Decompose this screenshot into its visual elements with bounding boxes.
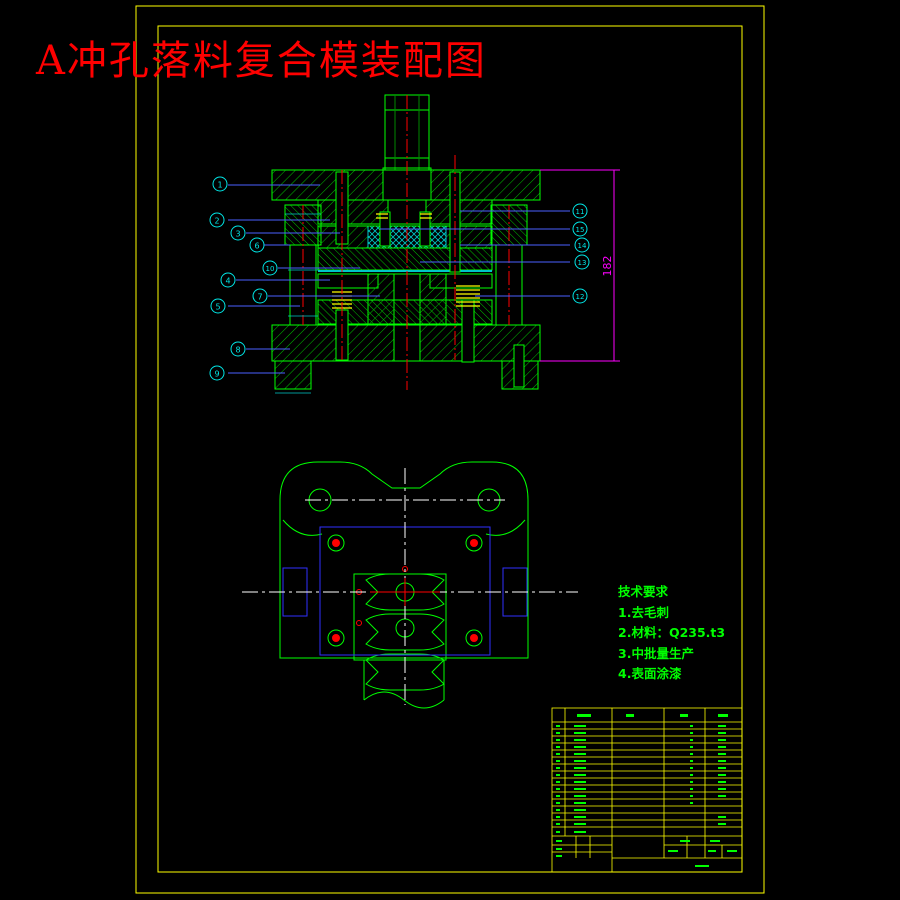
balloon-label-10: 10 [266,265,275,273]
balloon-label-7: 7 [257,293,262,302]
plan-screws [327,534,483,647]
dimension-height-label: 182 [601,256,614,277]
height-dimension: 182 [540,169,620,362]
balloon-11 [572,203,588,219]
balloon-label-11: 11 [576,208,585,216]
balloon-label-15: 15 [576,226,585,234]
balloon-label-13: 13 [578,259,587,267]
requirement-item-3: 3.中批量生产 [618,645,694,661]
minor-dimensions [275,213,321,394]
balloon-15 [572,221,588,237]
center-lines [302,95,510,390]
requirement-item-2: 2.材料：Q235.t3 [618,625,726,640]
die-base-outline [279,461,529,659]
section-view [271,94,541,390]
parts-list-entries [556,714,737,867]
balloon-label-8: 8 [235,346,240,355]
balloon-label-6: 6 [254,242,259,251]
balloon-label-5: 5 [215,303,220,312]
part-balloons: 1 2 3 6 10 4 7 5 8 9 11 15 14 13 12 [209,176,590,381]
requirement-item-1: 1.去毛刺 [618,604,669,620]
lower-foot-left [274,360,312,390]
inner-frame [157,25,743,873]
balloon-7 [252,288,268,304]
balloon-6 [249,237,265,253]
balloon-5 [210,298,226,314]
balloon-label-3: 3 [235,230,240,239]
balloon-10 [262,260,278,276]
balloon-3 [230,225,246,241]
balloon-12 [572,288,588,304]
drawing-title: A冲孔落料复合模装配图 [36,38,487,84]
plan-view [279,461,529,709]
balloon-9 [209,365,225,381]
balloon-8 [230,341,246,357]
balloon-label-9: 9 [214,370,219,379]
parts-list-table [551,707,743,873]
technical-requirements-heading: 技术要求 [618,584,669,599]
balloon-1 [212,176,228,192]
balloon-label-4: 4 [225,277,230,286]
technical-requirements: 技术要求 1.去毛刺 2.材料：Q235.t3 3.中批量生产 4.表面涂漆 [618,582,725,685]
balloon-4 [220,272,236,288]
plan-center-lines-red [370,578,440,606]
die-plate-outline [353,573,447,661]
leader-lines [228,184,570,374]
balloon-label-2: 2 [214,217,219,226]
requirement-item-4: 4.表面涂漆 [618,666,682,681]
balloon-label-1: 1 [217,181,222,190]
balloon-label-12: 12 [576,293,585,301]
balloon-2 [209,212,225,228]
balloon-14 [574,237,590,253]
balloon-label-14: 14 [578,242,587,250]
outer-frame [135,5,765,894]
balloon-13 [574,254,590,270]
